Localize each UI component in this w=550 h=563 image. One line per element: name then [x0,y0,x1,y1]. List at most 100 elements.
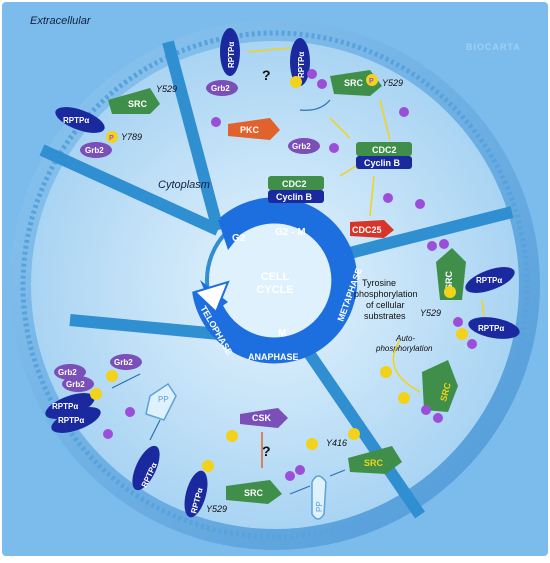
cyclin-b-label-2: Cyclin B [276,192,313,202]
src-label: SRC [128,99,148,109]
rptpa-dimer [220,28,240,76]
src-protein [108,88,160,114]
pp-left-label: PP [158,395,169,404]
cdc2-label-1: CDC2 [372,145,397,155]
y529-right-label: Y529 [420,308,441,318]
src-right-label: SRC [444,270,454,290]
grb2-left-2-label: Grb2 [66,380,85,389]
rptpa-lower [184,470,208,518]
sector-top: RPTPα RPTPα Grb2 ? PKC Grb2 SRC Y529 P [206,28,403,154]
rptpa-left-1-label: RPTPα [52,402,78,411]
sector-lower: CSK ? SRC Y529 Y416 SRC RPTPα PP [184,408,402,520]
rptpa-top [290,38,310,86]
biocarta-logo: BIOCARTA [466,42,521,52]
rptpa-left-3 [132,445,160,491]
cell-cycle-hub: CELL CYCLE G2 G2 - M M ANAPHASE METAPHAS… [192,197,364,364]
cdc2-protein-1 [356,142,412,156]
y529-label: Y529 [156,84,177,94]
src-active-label: SRC [364,458,384,468]
phase-anaphase-label: ANAPHASE [248,352,299,362]
phospho-top-label: P [369,78,374,85]
cdc2-protein-2 [268,176,324,190]
rptpa-right [465,267,515,293]
pathway-arrows-blue [111,99,346,495]
rptpa-dimer-label: RPTPα [227,42,236,68]
phospho-label: P [109,135,114,142]
auto-text-1: Auto- [395,334,415,343]
src-lower-label: SRC [244,488,264,498]
pp-left [145,382,177,421]
src-top-label: SRC [344,78,364,88]
rptpa-right-label: RPTPα [476,276,502,285]
cdc25-protein [350,220,394,238]
grb2-label: Grb2 [85,146,104,155]
phase-g2-label: G2 [232,233,246,244]
pkc-label: PKC [240,125,260,135]
rptpa-right-2 [468,317,520,339]
src-auto-label: SRC [438,381,453,402]
rptpa-top-label: RPTPα [297,52,306,78]
sector-dividers [39,40,514,519]
pathway-arrows [247,47,485,393]
src-auto [422,360,458,412]
grb2-mid [288,138,320,154]
phospho-top [366,74,378,86]
y789-label: Y789 [121,132,142,142]
csk-label: CSK [252,413,272,423]
rptpa-left-2-label: RPTPα [58,416,84,425]
rptpa-left-2 [51,407,101,433]
cycle-ring [192,197,358,364]
phosphate-badges [90,76,468,472]
pp-lower [311,475,327,520]
grb2-mid-label: Grb2 [292,142,311,151]
center-label-2: CYCLE [256,284,293,296]
grb2-protein [80,142,112,158]
y529-lower-label: Y529 [206,504,227,514]
rptpa-left-1 [45,393,95,419]
sector-upper-left: SRC Y529 RPTPα Grb2 P Y789 [55,84,177,158]
question-mark-top: ? [262,67,271,83]
tyrosine-text-2: phosphorylation [354,289,418,299]
grb2-left-2 [62,376,94,392]
tyrosine-text-4: substrates [364,311,406,321]
extracellular-label: Extracellular [30,15,92,27]
purple-phosphate-badges [103,69,477,481]
grb2-left-1-label: Grb2 [58,368,77,377]
phospho-badge [106,131,118,143]
grb2-free-label: Grb2 [114,358,133,367]
auto-text-2: phosphorylation [375,344,433,353]
cdc2-label-2: CDC2 [282,179,307,189]
pkc-protein [228,118,280,140]
grb2-free [110,354,142,370]
cyclin-b-protein-1 [356,156,412,169]
src-right [436,248,466,300]
y416-label: Y416 [326,438,347,448]
cdc25-label: CDC25 [352,225,382,235]
phase-m-label: M [278,328,286,339]
grb2-top [206,80,238,96]
sector-cdc2: CDC2 Cyclin B CDC2 Cyclin B CDC25 [268,142,412,238]
center-label-1: CELL [261,271,290,283]
phase-g2m-label: G2 - M [275,227,306,238]
rptpa-label: RPTPα [63,116,89,125]
grb2-top-label: Grb2 [211,84,230,93]
src-lower [226,480,282,504]
rptpa-right-2-label: RPTPα [478,324,504,333]
membrane-bilayer [20,30,530,540]
cyclin-b-label-1: Cyclin B [364,158,401,168]
csk-protein [240,408,288,428]
sector-left: Grb2 Grb2 Grb2 RPTPα RPTPα PP RPTPα [45,354,177,491]
rptpa-protein [55,107,105,133]
pp-lower-label: PP [315,501,324,512]
cycle-arrowhead [193,280,230,314]
src-active [348,446,402,474]
question-mark-lower: ? [262,443,271,459]
cytoplasm-label: Cytoplasm [158,179,210,191]
tyrosine-text-1: Tyrosine [362,278,396,288]
sector-right: SRC RPTPα RPTPα Y529 Tyrosine phosphoryl… [354,248,520,412]
tyrosine-text-3: of cellular [366,300,405,310]
cyclin-b-protein-2 [268,190,324,203]
y529-top-label: Y529 [382,78,403,88]
